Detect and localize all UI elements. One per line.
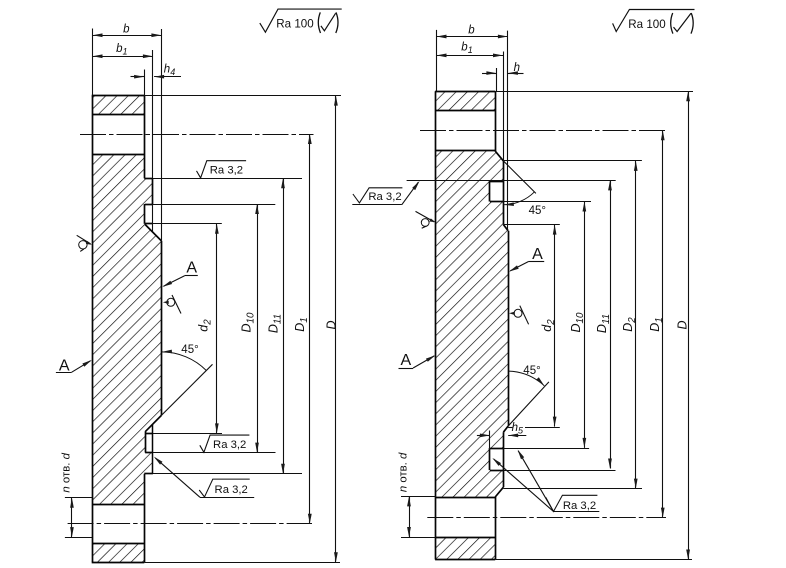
svg-text:Ra 100: Ra 100 <box>628 18 665 31</box>
svg-text:A: A <box>186 260 197 277</box>
svg-text:A: A <box>532 246 543 263</box>
svg-text:D: D <box>676 320 690 329</box>
svg-text:n отв. d: n отв. d <box>60 452 72 492</box>
svg-text:h: h <box>514 62 520 74</box>
svg-text:A: A <box>59 358 70 375</box>
svg-text:45°: 45° <box>181 344 198 356</box>
svg-text:h4: h4 <box>164 63 175 77</box>
svg-text:45°: 45° <box>529 205 546 217</box>
svg-text:45°: 45° <box>523 365 540 377</box>
svg-text:n отв. d: n отв. d <box>398 452 410 492</box>
svg-text:Ra 100: Ra 100 <box>276 17 313 30</box>
svg-text:D: D <box>324 320 338 329</box>
svg-text:h5: h5 <box>512 422 524 436</box>
svg-text:b1: b1 <box>116 43 127 57</box>
svg-text:b: b <box>468 24 475 36</box>
svg-text:Ra 3,2: Ra 3,2 <box>368 191 401 203</box>
svg-text:b: b <box>123 23 130 35</box>
svg-text:A: A <box>400 352 411 369</box>
svg-text:Ra 3,2: Ra 3,2 <box>210 165 243 177</box>
svg-text:Ra 3,2: Ra 3,2 <box>563 500 596 512</box>
svg-text:Ra 3,2: Ra 3,2 <box>215 484 248 496</box>
svg-text:b1: b1 <box>461 42 472 56</box>
svg-text:Ra 3,2: Ra 3,2 <box>213 439 246 451</box>
